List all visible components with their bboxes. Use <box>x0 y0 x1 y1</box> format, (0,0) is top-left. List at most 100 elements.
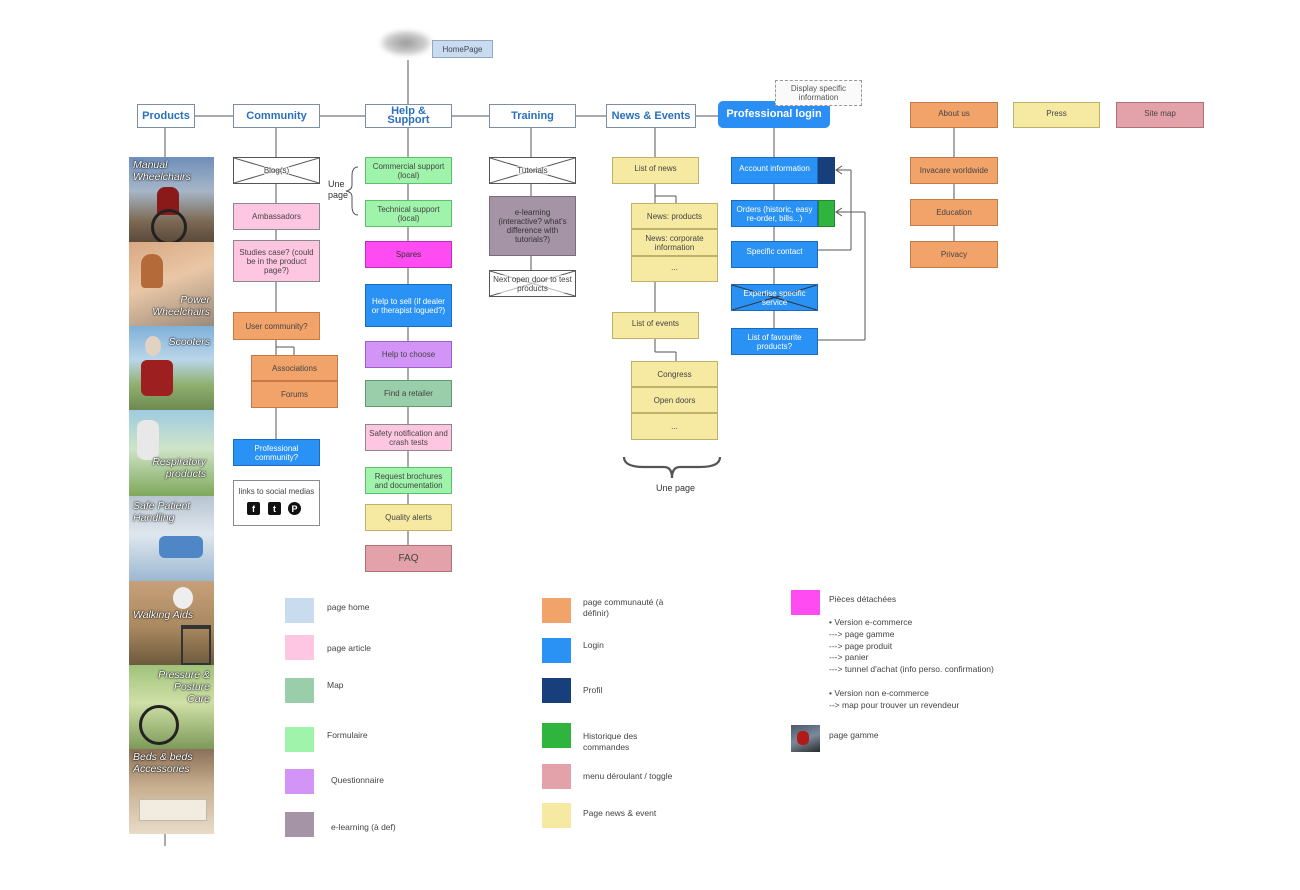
professional-community-node[interactable]: Professional community? <box>233 439 320 466</box>
social-media-label: links to social medias <box>238 487 315 496</box>
product-tile-scooters[interactable]: Scooters <box>129 326 214 410</box>
legend-swatch-pieces <box>791 590 820 615</box>
about-us-node[interactable]: About us <box>910 102 998 128</box>
product-tile-manual[interactable]: Manual Wheelchairs <box>129 157 214 242</box>
legend-swatch-profil <box>542 678 571 703</box>
legend-swatch-article <box>285 635 314 660</box>
legend-note-line: ---> page gamme <box>829 628 895 639</box>
congress-node[interactable]: Congress <box>631 361 718 387</box>
legend-label-home: page home <box>327 602 370 612</box>
legend-swatch-map <box>285 678 314 703</box>
legend-note-line: --> map pour trouver un revendeur <box>829 699 960 710</box>
legend-label-toggle: menu déroulant / toggle <box>583 771 673 781</box>
pinterest-icon[interactable]: P <box>288 502 301 515</box>
facebook-icon[interactable]: f <box>247 502 260 515</box>
help-to-choose-node[interactable]: Help to choose <box>365 341 452 368</box>
elearning-node[interactable]: e-learning (interactive? what's differen… <box>489 196 576 256</box>
legend-label-community: page communauté (à définir) <box>583 597 664 618</box>
legend-label-elearn: e-learning (à def) <box>331 822 396 832</box>
product-label-walking: Walking Aids <box>133 609 194 621</box>
faq-node[interactable]: FAQ <box>365 545 452 572</box>
education-node[interactable]: Education <box>910 199 998 226</box>
legend-label-login: Login <box>583 640 604 650</box>
site-map-node[interactable]: Site map <box>1116 102 1204 128</box>
legend-swatch-elearn <box>285 812 314 837</box>
legend-note-spacer <box>829 676 994 688</box>
open-doors-node[interactable]: Open doors <box>631 387 718 413</box>
find-retailer-node[interactable]: Find a retailer <box>365 380 452 407</box>
legend-gamme-thumbnail <box>791 725 820 752</box>
product-label-power: Power Wheelchairs <box>152 294 210 318</box>
legend-swatch-login <box>542 638 571 663</box>
press-node[interactable]: Press <box>1013 102 1100 128</box>
orders-history-marker <box>818 200 835 227</box>
safety-notification-node[interactable]: Safety notification and crash tests <box>365 424 452 451</box>
legend-label-news: Page news & event <box>583 808 657 818</box>
legend-swatch-quest <box>285 769 314 794</box>
account-profile-marker <box>818 157 835 184</box>
product-tile-power[interactable]: Power Wheelchairs <box>129 242 214 326</box>
quality-alerts-node[interactable]: Quality alerts <box>365 504 452 531</box>
product-label-manual: Manual Wheelchairs <box>133 159 191 183</box>
nav-help-support[interactable]: Help & Support <box>365 104 452 128</box>
legend-label-pieces: Pièces détachées <box>829 594 897 604</box>
events-more-node[interactable]: ... <box>631 413 718 440</box>
open-door-node[interactable]: Next open door to test products <box>489 270 576 297</box>
invacare-worldwide-node[interactable]: Invacare worldwide <box>910 157 998 184</box>
twitter-icon[interactable]: t <box>268 502 281 515</box>
legend-note-line: ---> page produit <box>829 640 893 651</box>
help-to-sell-node[interactable]: Help to sell (if dealer or therapist log… <box>365 284 452 327</box>
specific-contact-node[interactable]: Specific contact <box>731 241 818 268</box>
privacy-node[interactable]: Privacy <box>910 241 998 268</box>
product-tile-safe-handling[interactable]: Safe Patient Handling <box>129 496 214 581</box>
legend-label-form: Formulaire <box>327 730 368 740</box>
user-community-node[interactable]: User community? <box>233 312 320 340</box>
list-of-news-node[interactable]: List of news <box>612 157 699 184</box>
tutorials-node[interactable]: Tutorials <box>489 157 576 184</box>
request-brochures-node[interactable]: Request brochures and documentation <box>365 467 452 494</box>
associations-node[interactable]: Associations <box>251 355 338 381</box>
product-tile-walking[interactable]: Walking Aids <box>129 581 214 665</box>
commercial-support-node[interactable]: Commercial support (local) <box>365 157 452 184</box>
technical-support-node[interactable]: Technical support (local) <box>365 200 452 227</box>
orders-node[interactable]: Orders (historic, easy re-order, bills..… <box>731 200 818 227</box>
legend-label-historique: Historique des commandes <box>583 731 638 752</box>
legend-swatch-news <box>542 803 571 828</box>
nav-products[interactable]: Products <box>137 104 195 128</box>
legend-note-line: • Version non e-commerce <box>829 687 929 698</box>
favourite-products-node[interactable]: List of favourite products? <box>731 328 818 355</box>
studies-case-node[interactable]: Studies case? (could be in the product p… <box>233 240 320 282</box>
display-specific-note: Display specific information <box>775 80 862 106</box>
news-more-node[interactable]: ... <box>631 256 718 282</box>
homepage-node[interactable]: HomePage <box>432 40 493 58</box>
list-of-events-node[interactable]: List of events <box>612 312 699 339</box>
news-corporate-node[interactable]: News: corporate information <box>631 229 718 256</box>
forums-node[interactable]: Forums <box>251 381 338 408</box>
logo-blur <box>380 30 432 56</box>
legend-label-quest: Questionnaire <box>331 775 384 785</box>
product-tile-respiratory[interactable]: Respiratory products <box>129 410 214 496</box>
legend-label-gamme: page gamme <box>829 730 879 740</box>
legend-label-article: page article <box>327 643 371 653</box>
blog-node[interactable]: Blog(s) <box>233 157 320 184</box>
legend-label-profil: Profil <box>583 685 603 695</box>
expertise-service-node[interactable]: Expertise specific service <box>731 284 818 311</box>
news-products-node[interactable]: News: products <box>631 203 718 229</box>
legend-note-line: ---> panier <box>829 652 869 663</box>
une-page-news-label: Une page <box>656 483 696 493</box>
social-media-node[interactable]: links to social medias <box>233 480 320 526</box>
legend-label-map: Map <box>327 680 344 690</box>
product-tile-beds[interactable]: Beds & beds Accessories <box>129 749 214 834</box>
product-label-beds: Beds & beds Accessories <box>133 751 193 775</box>
nav-community[interactable]: Community <box>233 104 320 128</box>
une-page-help-label: Une page <box>328 179 349 200</box>
product-tile-pressure[interactable]: Pressure & Posture Care <box>129 665 214 749</box>
spares-node[interactable]: Spares <box>365 241 452 268</box>
product-label-safe-handling: Safe Patient Handling <box>133 500 191 524</box>
legend-note-line: • Version e-commerce <box>829 617 913 627</box>
account-information-node[interactable]: Account information <box>731 157 818 184</box>
nav-news-events[interactable]: News & Events <box>606 104 696 128</box>
ambassadors-node[interactable]: Ambassadors <box>233 203 320 230</box>
nav-training[interactable]: Training <box>489 104 576 128</box>
legend-pieces-notes: • Version e-commerce ---> page gamme ---… <box>829 617 994 711</box>
